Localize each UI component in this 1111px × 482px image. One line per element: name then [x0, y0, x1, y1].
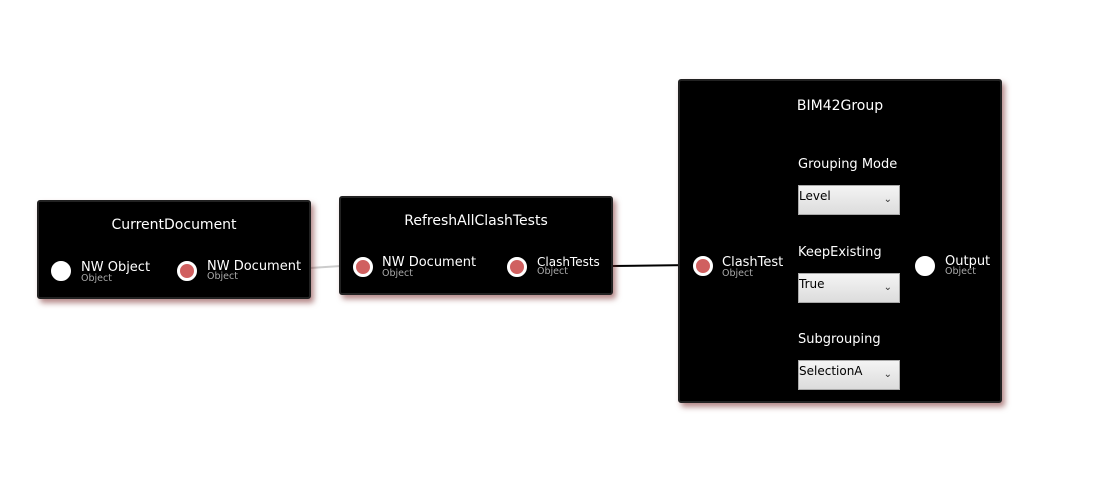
subgrouping-dropdown[interactable]: SelectionA ⌄: [798, 360, 900, 390]
port-type: Object: [945, 266, 976, 277]
node-refresh-all-clash-tests[interactable]: RefreshAllClashTests NW Document Object …: [339, 196, 613, 295]
subgrouping-label: Subgrouping: [798, 332, 881, 347]
output-port-nw-document[interactable]: [177, 261, 197, 281]
node-current-document[interactable]: CurrentDocument NW Object Object NW Docu…: [37, 200, 311, 299]
node-title: BIM42Group: [796, 98, 884, 114]
output-port-nw-object[interactable]: [51, 261, 71, 281]
port-label: ClashTest: [722, 255, 784, 270]
chevron-down-icon: ⌄: [883, 369, 892, 380]
port-label: NW Object: [81, 260, 151, 275]
node-title: RefreshAllClashTests: [404, 213, 548, 229]
port-type: Object: [207, 271, 238, 282]
wire-document[interactable]: [309, 265, 342, 269]
port-type: Object: [537, 266, 568, 277]
port-label: ClashTests: [537, 255, 600, 269]
input-port-clashtest[interactable]: [693, 256, 713, 276]
output-port-clashtests[interactable]: [507, 257, 527, 277]
port-label: NW Document: [207, 259, 302, 274]
node-bim42group[interactable]: BIM42Group ClashTest Object Output Objec…: [678, 79, 1002, 403]
port-type: Object: [382, 268, 413, 279]
keep-existing-label: KeepExisting: [798, 245, 882, 260]
chevron-down-icon: ⌄: [883, 194, 892, 205]
port-label: NW Document: [382, 255, 477, 270]
dropdown-value: SelectionA: [799, 364, 863, 378]
dropdown-value: True: [799, 277, 825, 291]
port-type: Object: [81, 273, 112, 284]
chevron-down-icon: ⌄: [883, 282, 892, 293]
output-port-output[interactable]: [915, 256, 935, 276]
grouping-mode-label: Grouping Mode: [798, 157, 898, 172]
grouping-mode-dropdown[interactable]: Level ⌄: [798, 185, 900, 215]
node-title: CurrentDocument: [111, 217, 237, 233]
port-type: Object: [722, 268, 753, 279]
port-label: Output: [945, 254, 991, 269]
keep-existing-dropdown[interactable]: True ⌄: [798, 273, 900, 303]
dropdown-value: Level: [799, 189, 831, 203]
input-port-nw-document[interactable]: [353, 257, 373, 277]
